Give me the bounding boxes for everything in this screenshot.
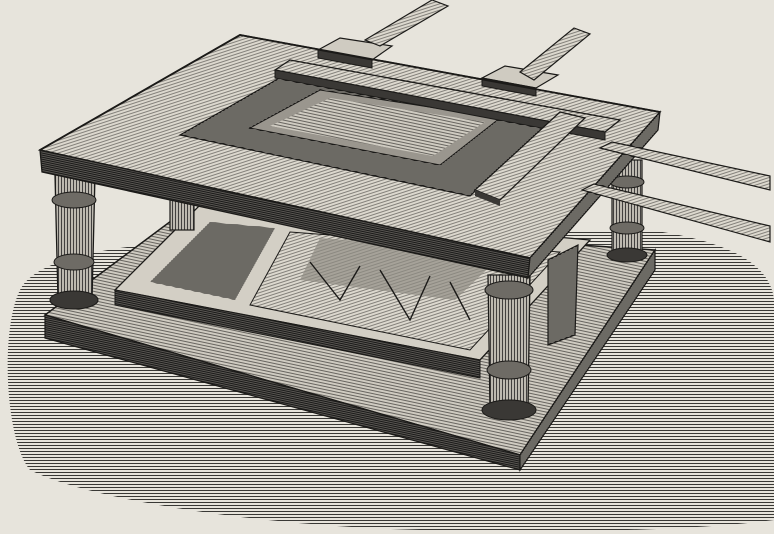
rod-front-lower xyxy=(580,183,771,243)
top-crossbar xyxy=(273,59,622,141)
front-slide-bar xyxy=(473,111,587,206)
rod-front-upper xyxy=(598,141,771,191)
front-leg-right xyxy=(481,274,537,421)
rod-back-left xyxy=(363,0,450,47)
middle-post xyxy=(547,244,579,346)
frame-edge-highlight xyxy=(39,34,661,151)
rod-back-right xyxy=(518,27,592,81)
front-leg-left xyxy=(49,174,99,310)
